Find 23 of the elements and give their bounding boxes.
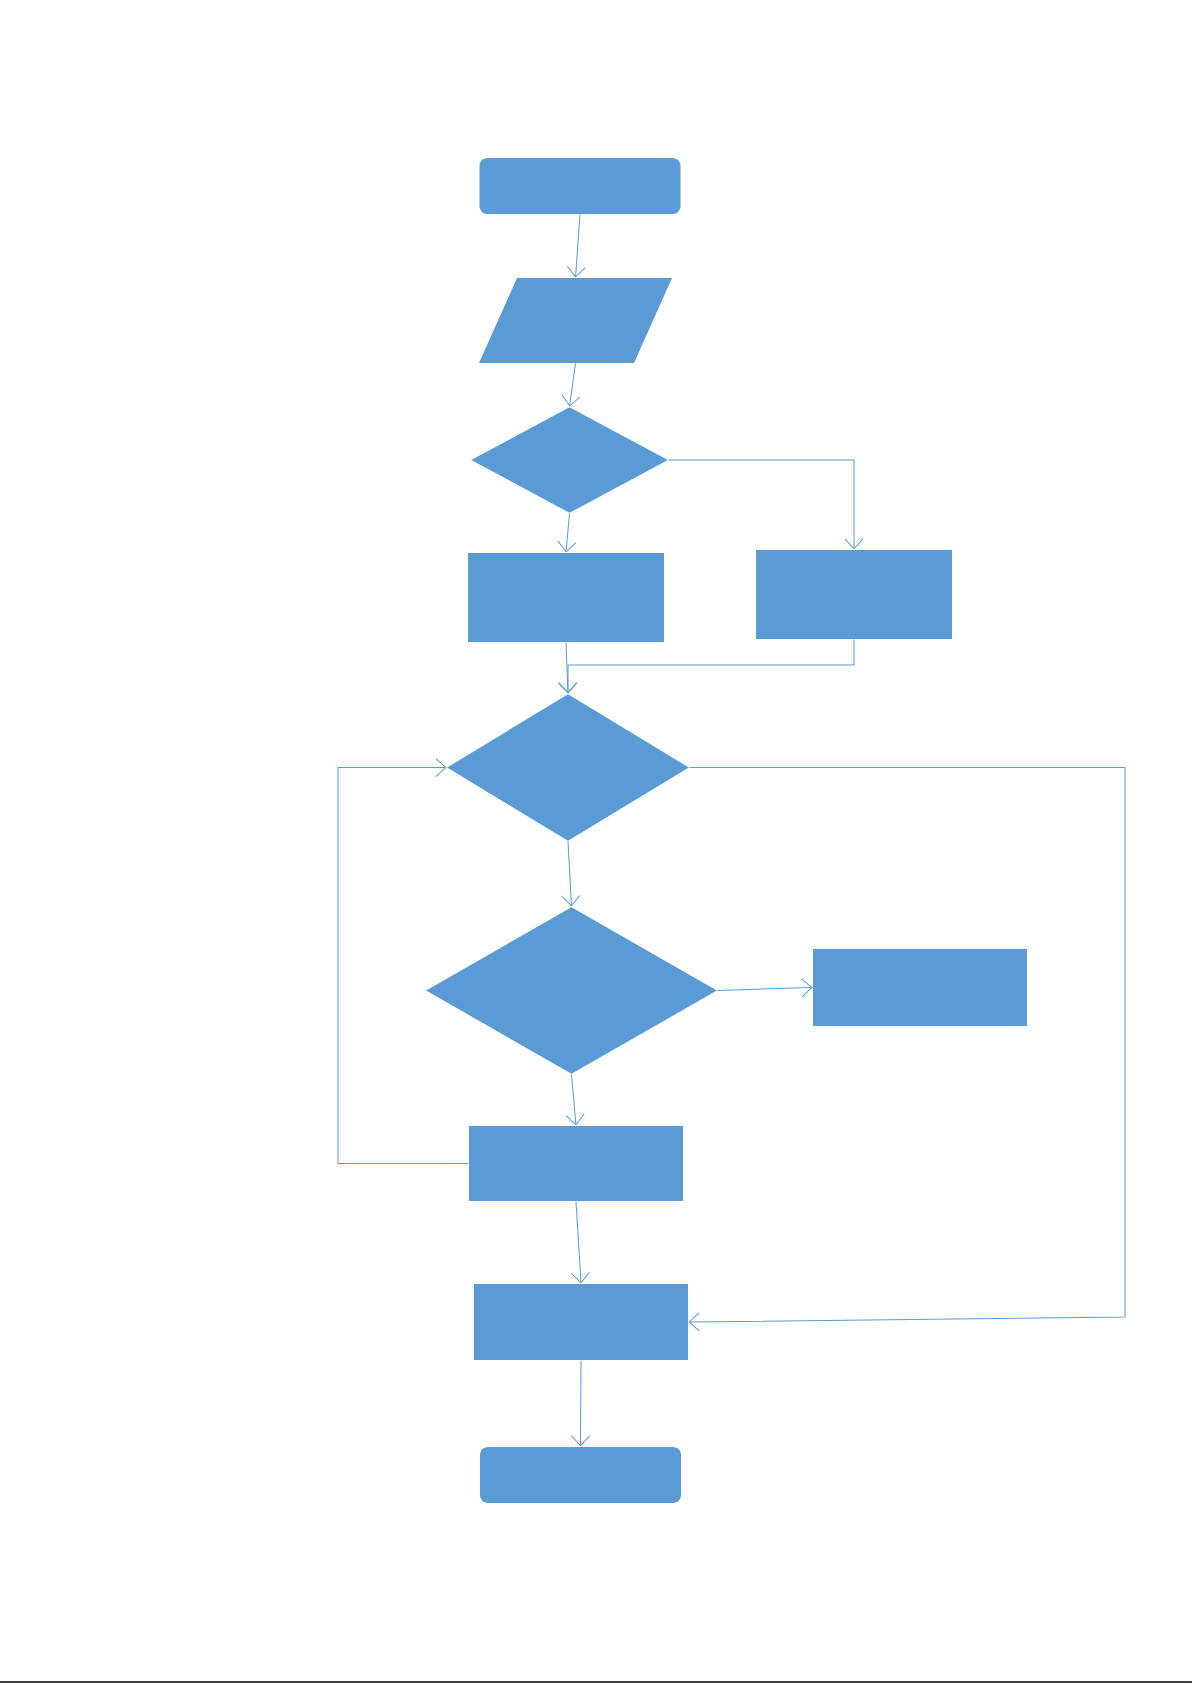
decision-diamond <box>447 694 689 841</box>
decision-diamond <box>471 407 668 513</box>
arrow <box>557 512 577 553</box>
arrow <box>337 758 470 1164</box>
process-box <box>469 1126 683 1201</box>
process-box <box>474 1284 688 1360</box>
arrow <box>558 638 855 694</box>
arrow <box>565 1073 585 1126</box>
arrow <box>688 767 1126 1332</box>
terminal-shape <box>479 158 681 214</box>
arrow <box>566 213 586 278</box>
arrow <box>716 978 813 998</box>
terminal-shape <box>480 1447 681 1503</box>
arrow <box>570 1200 590 1284</box>
process-box <box>756 550 952 639</box>
arrow <box>667 459 864 550</box>
process-box <box>813 949 1027 1026</box>
decision-diamond <box>426 907 717 1074</box>
arrow <box>561 362 581 407</box>
input-parallelogram <box>479 278 672 363</box>
process-box <box>468 553 664 642</box>
arrow <box>561 840 581 907</box>
arrow <box>571 1359 591 1447</box>
